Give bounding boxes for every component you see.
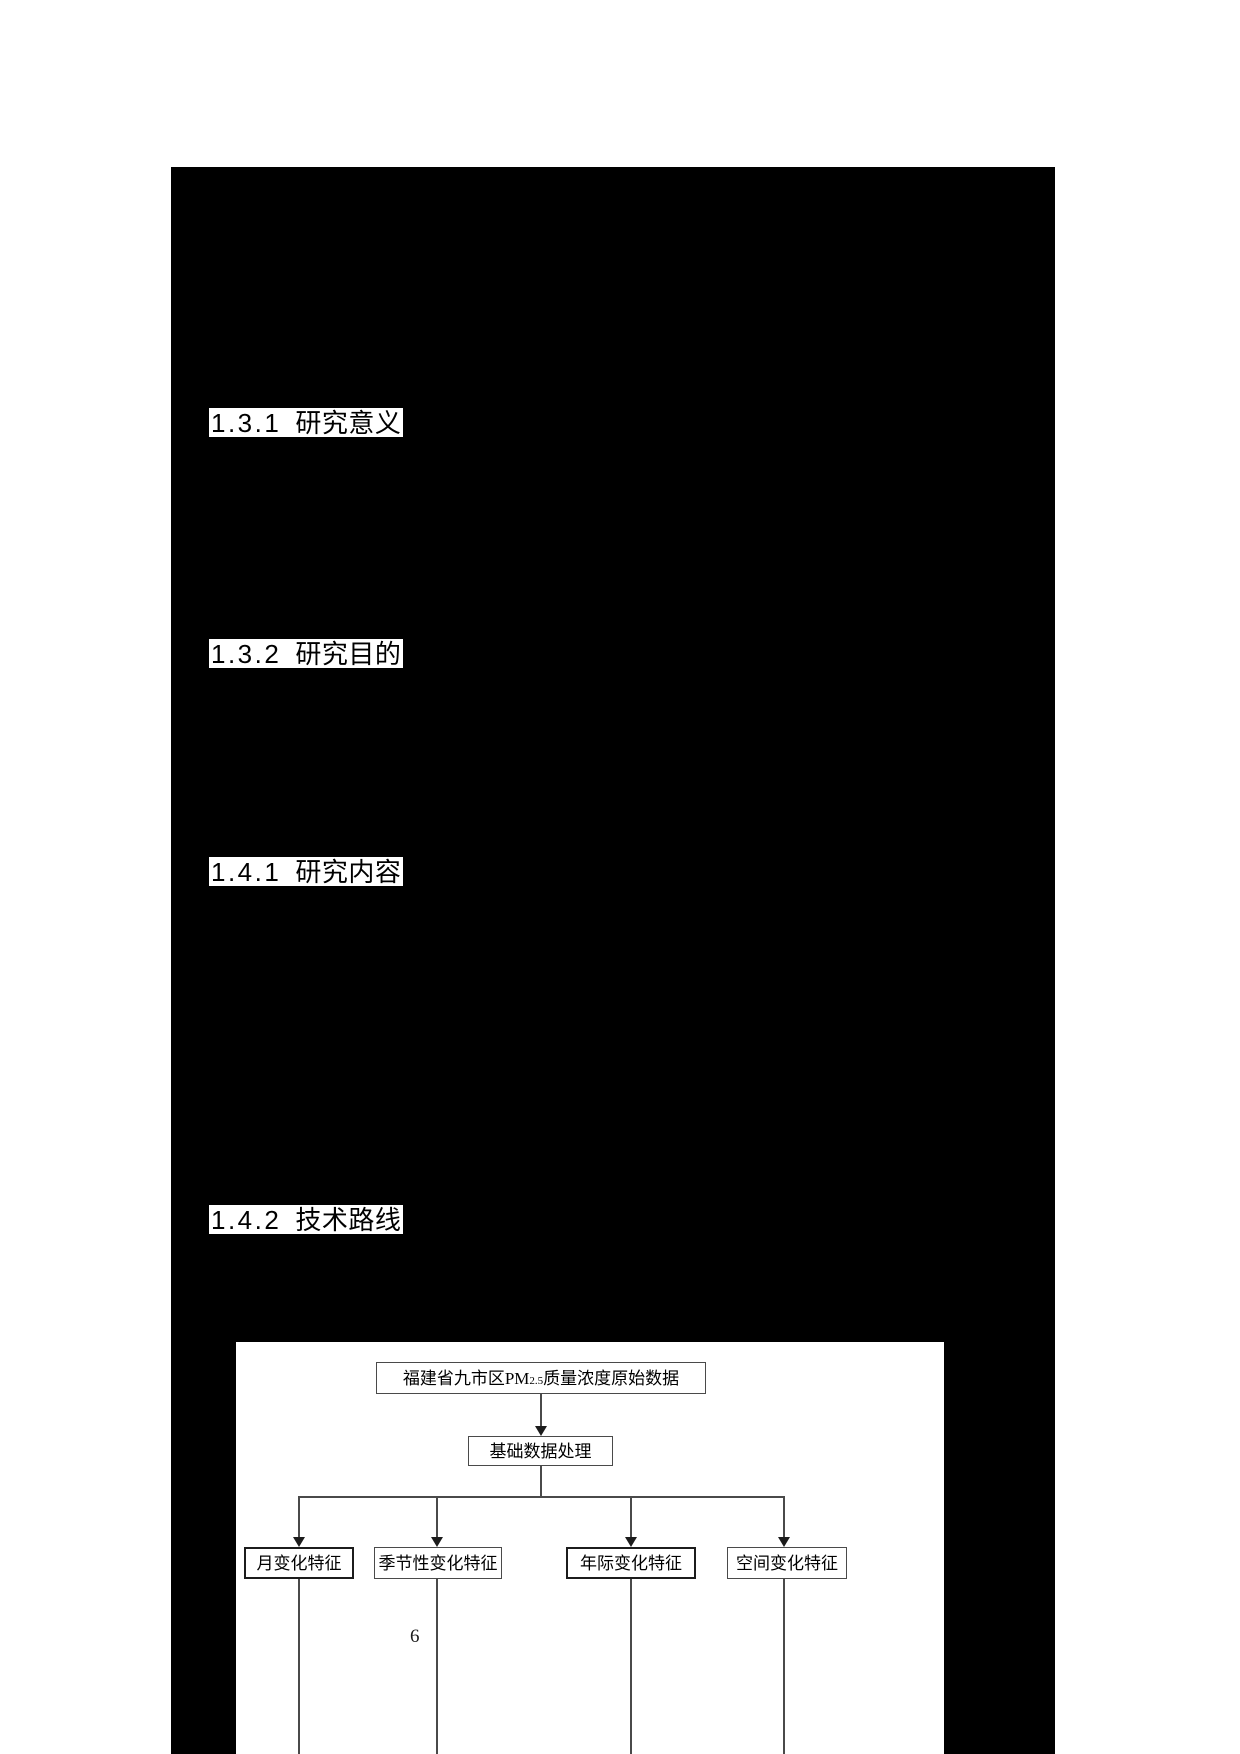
connector-source-to-process [540, 1394, 542, 1429]
section-heading-number: 1.4.2 [211, 1205, 282, 1235]
arrowhead-source-to-process [535, 1426, 547, 1436]
flowchart-feature-box-interannual: 年际变化特征 [566, 1547, 696, 1579]
connector-bus-to-feature-2 [436, 1496, 438, 1540]
connector-process-to-bus [540, 1466, 542, 1497]
section-heading-1-4-1: 1.4.1 研究内容 [209, 857, 404, 889]
flowchart-source-pm-subscript: 2.5 [529, 1374, 544, 1387]
connector-bus-to-feature-4 [783, 1496, 785, 1540]
flowchart-source-pm-label: PM [504, 1368, 530, 1388]
arrowhead-feature-2 [431, 1537, 443, 1547]
connector-distribution-bus [298, 1496, 783, 1498]
section-heading-1-3-1: 1.3.1 研究意义 [209, 408, 404, 440]
section-heading-number: 1.4.1 [211, 857, 282, 887]
page-number: 6 [410, 1626, 420, 1647]
flowchart-source-prefix: 福建省九市区 [402, 1368, 505, 1388]
section-heading-title: 研究内容 [295, 857, 402, 887]
connector-bus-to-feature-1 [298, 1496, 300, 1540]
section-heading-number: 1.3.2 [211, 639, 282, 669]
arrowhead-feature-1 [293, 1537, 305, 1547]
section-heading-title: 研究意义 [295, 408, 402, 438]
connector-feature-3-tail [630, 1579, 632, 1754]
connector-feature-2-tail [436, 1579, 438, 1754]
connector-bus-to-feature-3 [630, 1496, 632, 1540]
arrowhead-feature-3 [625, 1537, 637, 1547]
section-heading-title: 技术路线 [295, 1205, 402, 1235]
connector-feature-4-tail [783, 1579, 785, 1754]
section-heading-title: 研究目的 [295, 639, 402, 669]
arrowhead-feature-4 [778, 1537, 790, 1547]
flowchart-feature-box-seasonal: 季节性变化特征 [374, 1547, 502, 1579]
flowchart-feature-box-monthly: 月变化特征 [244, 1547, 354, 1579]
flowchart-process-box: 基础数据处理 [468, 1436, 613, 1466]
connector-feature-1-tail [298, 1579, 300, 1754]
flowchart-feature-box-spatial: 空间变化特征 [727, 1547, 847, 1579]
section-heading-1-4-2: 1.4.2 技术路线 [209, 1205, 404, 1237]
flowchart-source-suffix: 质量浓度原始数据 [543, 1368, 680, 1388]
section-heading-1-3-2: 1.3.2 研究目的 [209, 639, 404, 671]
section-heading-number: 1.3.1 [211, 408, 282, 438]
